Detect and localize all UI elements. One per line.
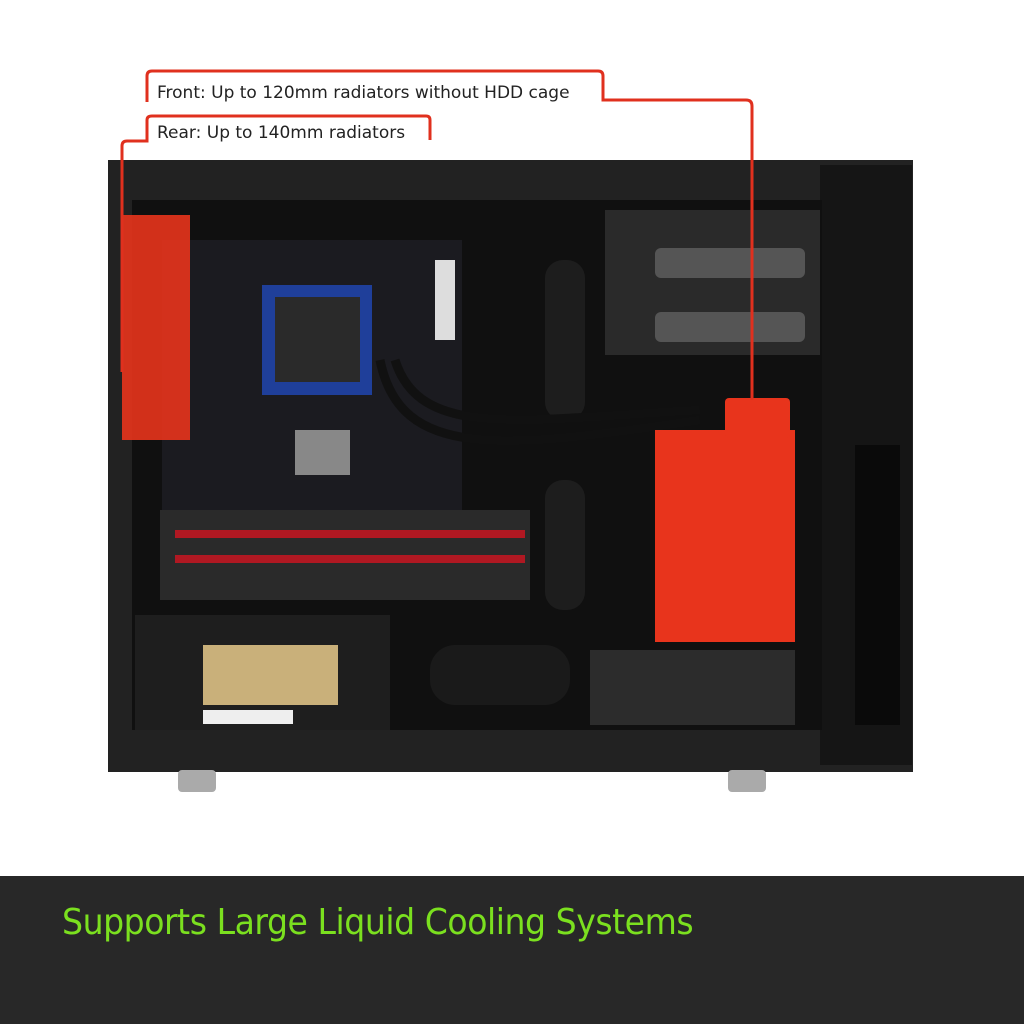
rear-radiator	[122, 215, 190, 440]
rear-radiator-callout: Rear: Up to 140mm radiators	[157, 123, 406, 143]
front-radiator	[655, 398, 795, 642]
callout-lines	[120, 69, 754, 400]
feature-banner: Supports Large Liquid Cooling Systems	[0, 876, 1024, 1024]
power-supply	[135, 615, 390, 730]
case-foot	[178, 770, 216, 792]
pc-case-photo	[108, 69, 913, 792]
graphics-card	[160, 510, 530, 600]
coolant-tubes	[375, 358, 701, 446]
front-radiator-callout: Front: Up to 120mm radiators without HDD…	[157, 83, 570, 103]
side-vent	[855, 445, 900, 725]
motherboard	[162, 240, 462, 510]
case-foot	[728, 770, 766, 792]
feature-headline: Supports Large Liquid Cooling Systems	[62, 902, 694, 943]
